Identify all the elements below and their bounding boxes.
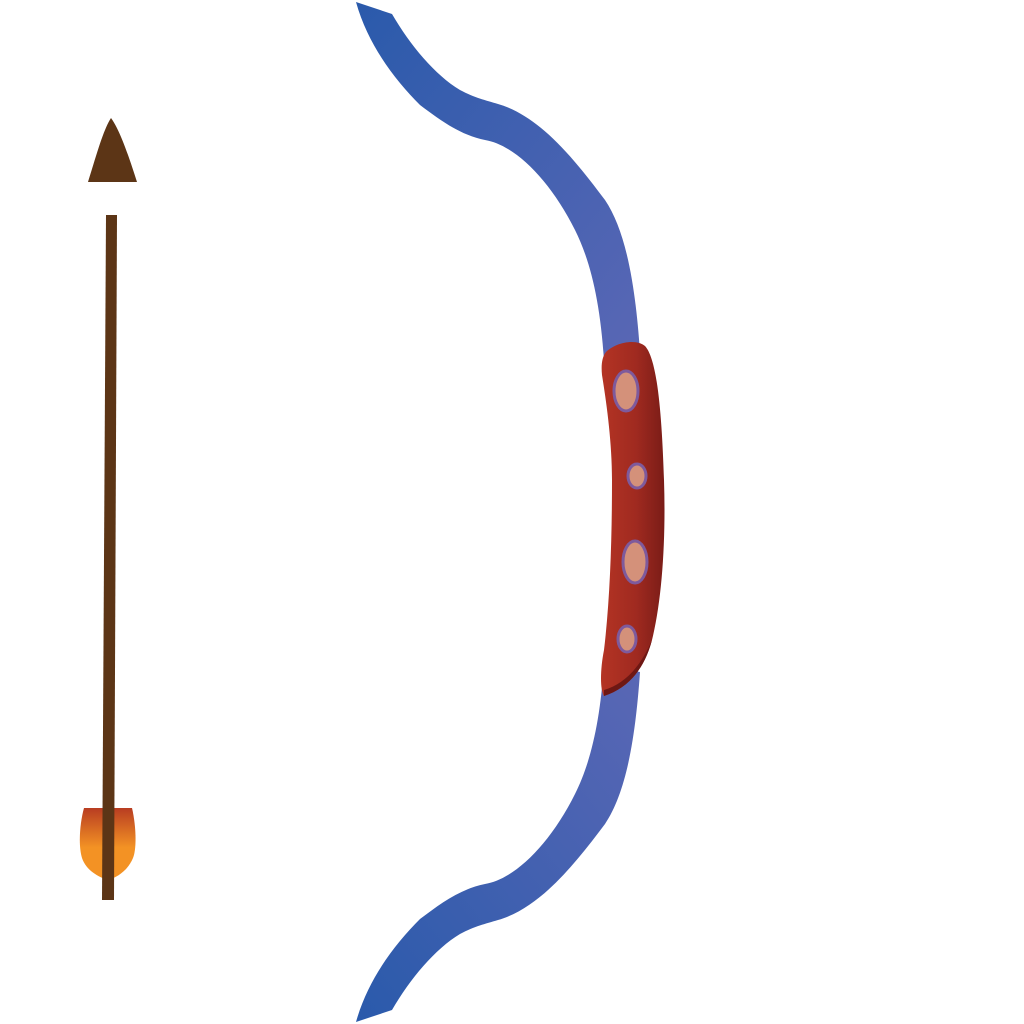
bow-icon [356,2,665,1022]
grip-stud [626,462,648,490]
bow-grip-body [601,341,665,696]
arrow-head [88,118,137,182]
grip-stud [612,369,640,413]
bow-grip-edge [604,640,652,696]
bow-lower-limb [356,664,640,1022]
grip-stud [616,624,638,654]
arrow-shaft [102,215,117,900]
bow-upper-limb [356,2,640,360]
arrow-icon [79,118,137,900]
grip-stud [621,539,649,585]
bow-grip [601,341,665,696]
